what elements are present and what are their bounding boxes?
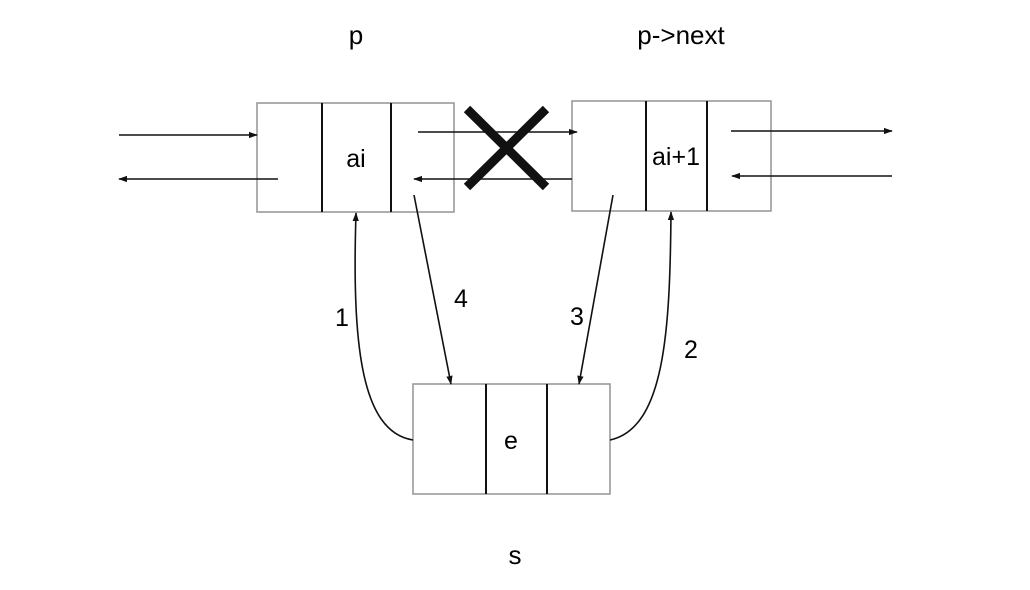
label-p: p [349, 20, 363, 50]
node-p-next: ai+1 [571, 100, 772, 212]
node-p-value: ai [346, 145, 365, 173]
node-s-value: e [504, 427, 518, 455]
node-p-box [256, 102, 455, 213]
step-2-arrow [609, 211, 675, 441]
step-4-arrow [413, 194, 453, 385]
step-2-label: 2 [684, 336, 698, 364]
label-s: s [509, 540, 522, 570]
step-3-label: 3 [570, 303, 584, 331]
step-1-arrow [352, 212, 414, 441]
label-p-next: p->next [637, 20, 725, 50]
node-s: e [412, 383, 611, 495]
node-p-next-box [571, 100, 772, 212]
step-3-arrow [577, 194, 614, 385]
removed-link-cross-mark [463, 105, 550, 191]
step-1-label: 1 [335, 304, 349, 332]
node-p-next-value: ai+1 [652, 143, 700, 171]
node-p: ai [256, 102, 455, 213]
step-4-label: 4 [454, 285, 468, 313]
node-s-box [412, 383, 611, 495]
